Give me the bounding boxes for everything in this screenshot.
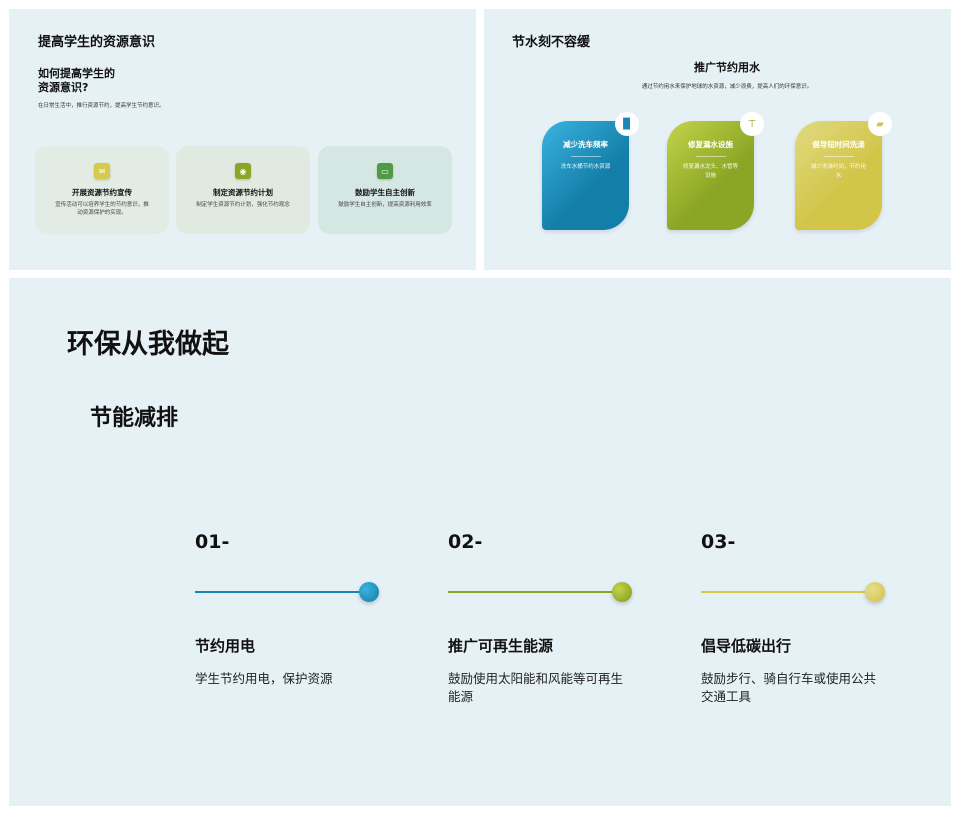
card-title: 修复漏水设施: [688, 140, 733, 149]
target-icon: ◉: [235, 163, 251, 179]
step-dot: [612, 582, 632, 602]
slide-1[interactable]: 提高学生的资源意识 如何提高学生的 资源意识? 在日常生活中，推行资源节约，提高…: [9, 9, 476, 270]
card-title: 减少洗车频率: [563, 140, 608, 149]
slide-3[interactable]: 环保从我做起 节能减排 01- 节约用电 学生节约用电，保护资源 02- 推广可…: [9, 278, 951, 806]
step-2: 02- 推广可再生能源 鼓励使用太阳能和风能等可再生能源: [448, 531, 648, 704]
step-title: 倡导低碳出行: [701, 637, 792, 655]
hierarchy-icon: ⊤: [740, 112, 764, 136]
card-desc: 制定学生资源节约计划，强化节约观念: [196, 202, 290, 208]
subtitle-line-2: 资源意识?: [38, 81, 89, 95]
card-car-wash[interactable]: ▉ 减少洗车频率 洗车水桶节约水资源: [542, 112, 639, 230]
slide-title: 节水刻不容缓: [512, 35, 591, 50]
card-plan[interactable]: ◉ 制定资源节约计划 制定学生资源节约计划，强化节约观念: [176, 146, 310, 234]
step-title: 推广可再生能源: [448, 637, 554, 655]
card-title: 鼓励学生自主创新: [355, 188, 415, 197]
card-innovation[interactable]: ▭ 鼓励学生自主创新 鼓励学生自主创新，提高资源利用效率: [318, 146, 452, 234]
step-number: 02-: [448, 531, 483, 553]
card-title: 倡导短时间洗澡: [812, 140, 865, 149]
slide-title: 提高学生的资源意识: [38, 35, 156, 50]
step-desc: 学生节约用电，保护资源: [195, 671, 333, 686]
card-desc: 洗车水桶节约水资源: [560, 164, 611, 170]
image-icon: ▰: [868, 112, 892, 136]
card-desc: 修复漏水龙头、水管等设施: [682, 164, 738, 179]
card-leak-repair[interactable]: ⊤ 修复漏水设施 修复漏水龙头、水管等设施: [667, 112, 764, 230]
card-title: 开展资源节约宣传: [72, 188, 132, 197]
slide-desc: 在日常生活中，推行资源节约，提高学生节约意识。: [38, 103, 165, 109]
step-dot: [359, 582, 379, 602]
step-number: 01-: [195, 531, 230, 553]
step-line: [701, 591, 875, 593]
step-title: 节约用电: [195, 637, 256, 655]
step-line: [195, 591, 369, 593]
slide-subtitle: 如何提高学生的 资源意识?: [38, 67, 115, 96]
mail-icon: ✉: [94, 163, 110, 179]
step-desc: 鼓励步行、骑自行车或使用公共交通工具: [701, 671, 877, 704]
divider: [823, 156, 854, 157]
divider: [570, 156, 601, 157]
step-desc: 鼓励使用太阳能和风能等可再生能源: [448, 671, 624, 704]
step-dot: [865, 582, 885, 602]
card-campaign[interactable]: ✉ 开展资源节约宣传 宣传活动可以培养学生的节约意识，推动资源保护的实现。: [35, 146, 169, 234]
chat-icon: ▭: [377, 163, 393, 179]
card-short-shower[interactable]: ▰ 倡导短时间洗澡 减少洗澡时间，节约用水: [795, 112, 892, 230]
step-number: 03-: [701, 531, 736, 553]
step-3: 03- 倡导低碳出行 鼓励步行、骑自行车或使用公共交通工具: [701, 531, 901, 704]
card-desc: 宣传活动可以培养学生的节约意识，推动资源保护的实现。: [55, 202, 149, 217]
divider: [695, 156, 726, 157]
card-desc: 减少洗澡时间，节约用水: [810, 164, 866, 179]
slide-subtitle: 节能减排: [90, 406, 179, 431]
section-desc: 通过节约用水来保护地球的水资源，减少浪费，提高人们的环保意识。: [641, 84, 813, 90]
subtitle-line-1: 如何提高学生的: [38, 67, 115, 80]
card-desc: 鼓励学生自主创新，提高资源利用效率: [338, 202, 432, 208]
slide-title: 环保从我做起: [67, 329, 229, 360]
step-line: [448, 591, 622, 593]
section-heading: 推广节约用水: [694, 61, 760, 74]
card-title: 制定资源节约计划: [213, 188, 273, 197]
step-1: 01- 节约用电 学生节约用电，保护资源: [195, 531, 395, 686]
document-icon: ▉: [615, 112, 639, 136]
slide-2[interactable]: 节水刻不容缓 推广节约用水 通过节约用水来保护地球的水资源，减少浪费，提高人们的…: [484, 9, 951, 270]
